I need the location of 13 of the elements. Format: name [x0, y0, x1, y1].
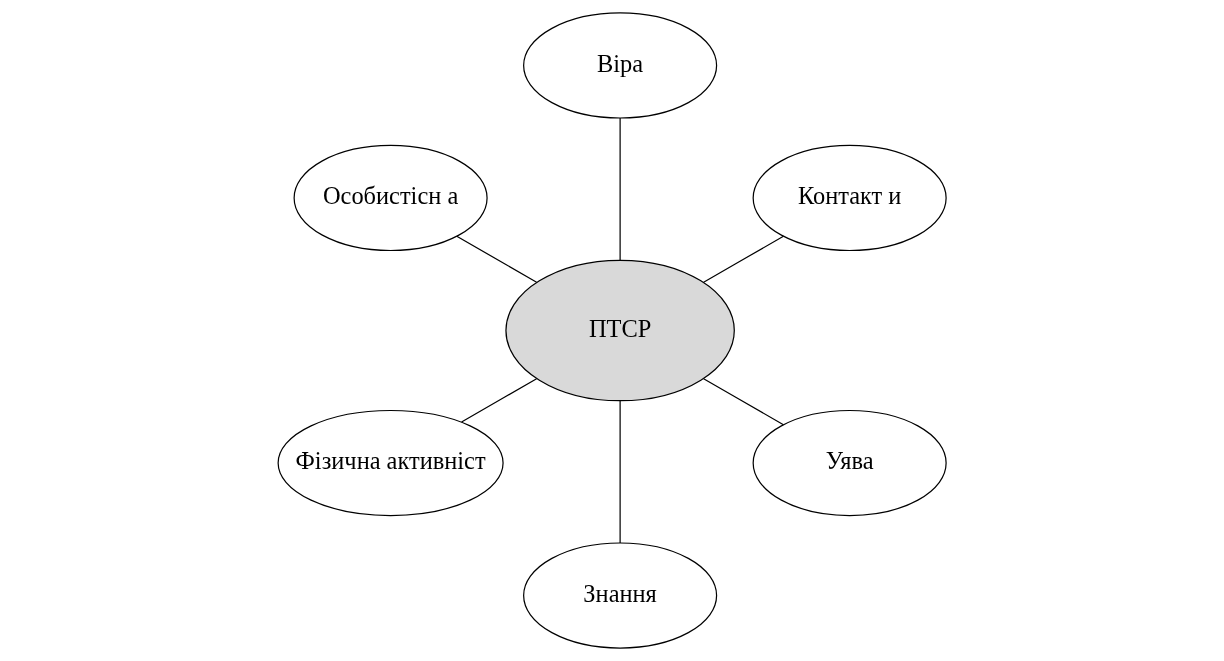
connector — [456, 235, 538, 283]
connector — [619, 400, 621, 544]
node-ellipse: ПТСР — [505, 259, 735, 402]
connector — [460, 378, 538, 423]
node-ellipse: Особистісн а — [293, 144, 488, 252]
node-ellipse: Контакт и — [752, 144, 947, 252]
connector — [703, 378, 785, 426]
node-ellipse: Фізична активніст — [277, 409, 504, 517]
connector — [703, 235, 785, 283]
node-ellipse: Знання — [523, 542, 718, 649]
node-ellipse: Віра — [523, 12, 718, 119]
connector — [619, 117, 621, 261]
node-ellipse: Уява — [752, 409, 947, 517]
